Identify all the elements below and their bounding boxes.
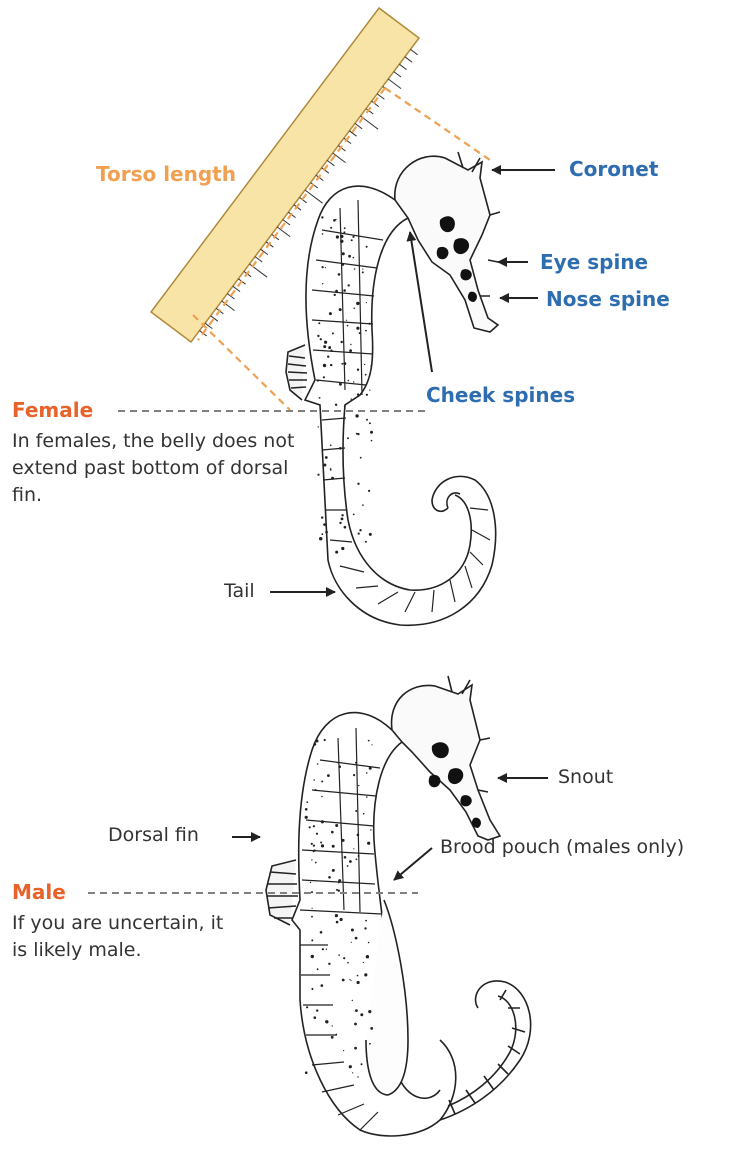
dorsal-fin-label: Dorsal fin <box>108 824 199 846</box>
ruler-tick <box>410 49 417 54</box>
ruler-tick <box>388 79 401 89</box>
arrow-icon <box>394 848 432 880</box>
male-speckles <box>305 739 374 1078</box>
female-description: In females, the belly does not extend pa… <box>12 428 302 509</box>
tail-label: Tail <box>224 580 255 602</box>
torso-length-label: Torso length <box>96 162 236 186</box>
nose-spine-label: Nose spine <box>546 287 670 311</box>
male-title: Male <box>12 880 66 904</box>
snout-label: Snout <box>558 766 613 788</box>
ruler-tick <box>333 153 346 163</box>
coronet-label: Coronet <box>569 157 658 181</box>
cheek-spines-label: Cheek spines <box>426 383 575 407</box>
brood-pouch-label: Brood pouch (males only) <box>440 836 684 858</box>
ruler-tick <box>255 257 262 262</box>
seahorse-male-illustration <box>266 676 531 1136</box>
eye-spine-label: Eye spine <box>540 250 648 274</box>
ruler-tick <box>394 72 401 77</box>
ruler-tick <box>405 57 412 62</box>
ruler-tick <box>277 227 290 237</box>
male-description: If you are uncertain, it is likely male. <box>12 910 242 964</box>
ruler-tick <box>305 190 323 203</box>
female-title: Female <box>12 398 93 422</box>
ruler-tick <box>327 160 334 165</box>
ruler-tick <box>222 301 235 311</box>
ruler-tick <box>399 64 406 69</box>
